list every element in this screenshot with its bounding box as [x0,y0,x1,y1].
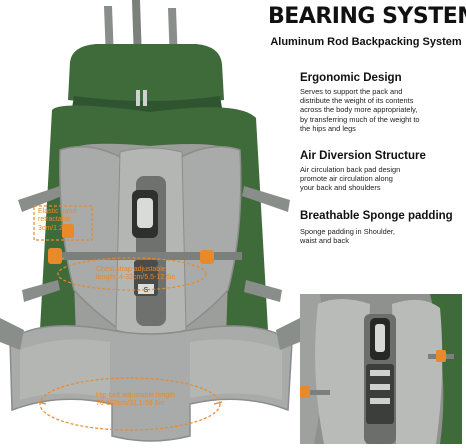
torso-adjuster-inner [137,198,153,228]
elastic-callout-line1: Elastic band [38,208,77,215]
zipper-pull-2 [143,90,147,106]
elastic-callout-line2: retractable [38,216,72,224]
hip-callout: Hip-belt adjustable length 76-152cm/31.1… [96,392,175,409]
elastic-callout-box [33,205,93,241]
feature-ergonomic-line4: by transferring much of the weight to [300,114,420,124]
feature-sponge-title: Breathable Sponge padding [300,210,453,222]
hip-arrows [37,401,223,405]
hip-callout-line2: 76-152cm/31.1-59.8in [96,400,165,408]
inset-pad-left [315,299,370,444]
feature-ergonomic-line3: across the body more appropriately, [300,105,418,115]
pack-lid [68,44,224,105]
inset-strap-left [304,390,330,395]
inset-ladder-mark3 [370,398,390,404]
hip-pad-right [190,339,282,400]
elastic-buckle [62,224,74,238]
feature-air-line2: promote air circulation along [300,174,393,184]
shoulder-strap-left [59,145,127,332]
buckle-right [200,250,214,264]
shoulder-strap-right [175,145,242,332]
feature-ergonomic-desc: Serves to support the pack and distribut… [300,87,460,133]
inset-pad-right [392,299,443,444]
page-subtitle: Aluminum Rod Backpacking System [270,36,462,48]
inset-adjuster-inner [375,324,385,352]
chest-callout-line2: length14-32cm/5.5-12.6in [96,274,176,282]
compression-strap-left [18,186,62,212]
feature-ergonomic-line1: Serves to support the pack and [300,87,403,96]
elastic-callout-line3: 3cm/1.2in [38,224,69,232]
chest-callout-ring [57,257,207,291]
feature-sponge-line1: Sponge padding in Shoulder, [300,227,395,236]
hip-callout-ring [39,377,221,431]
compression-strap-right [242,186,290,212]
inset-svg [300,294,462,444]
hip-pad-left [20,339,110,400]
inset-buckle-right [436,350,446,362]
feature-air-line3: your back and shoulders [300,183,381,193]
feature-sponge: Breathable Sponge padding Sponge padding… [300,210,460,245]
buckle-mark: S [144,287,149,294]
chest-callout-line1: Chest strap adjustable [96,266,166,273]
elastic-callout: Elastic band retractable 3cm/1.2in [38,208,76,233]
hip-strap-right [276,318,300,350]
sternum-strap [60,252,242,260]
chest-arrows [53,257,213,263]
inset-buckle-left [300,386,310,398]
feature-air-desc: Air circulation back pad design promote … [300,165,460,193]
compression-strap-right2 [244,280,282,302]
hip-strap-left [0,318,24,350]
chest-callout: Chest strap adjustable length14-32cm/5.5… [96,266,175,283]
inset-ladder-mark1 [370,370,390,376]
feature-ergonomic-line5: the hips and legs [300,123,356,133]
hip-callout-line1: Hip-belt adjustable length [96,392,175,399]
backpack-svg: S [0,0,300,442]
feature-ergonomic-title: Ergonomic Design [300,72,402,84]
feature-air: Air Diversion Structure Air circulation … [300,150,460,193]
inset-ladder-mark2 [370,384,390,390]
ladder-label [138,284,154,294]
feature-ergonomic-line2: distribute the weight of its contents [300,96,414,106]
inset-ladder [366,364,394,424]
feature-air-line1: Air circulation back pad design [300,165,401,174]
feature-ergonomic: Ergonomic Design Serves to support the p… [300,72,460,133]
feature-air-title: Air Diversion Structure [300,150,426,162]
zipper-pull-1 [136,90,140,106]
compression-strap-left2 [22,280,60,302]
page-title: BEARING SYSTEM [268,4,466,29]
back-panel-inset [300,294,462,444]
feature-sponge-desc: Sponge padding in Shoulder, waist and ba… [300,227,460,245]
feature-sponge-line2: waist and back [300,236,349,246]
